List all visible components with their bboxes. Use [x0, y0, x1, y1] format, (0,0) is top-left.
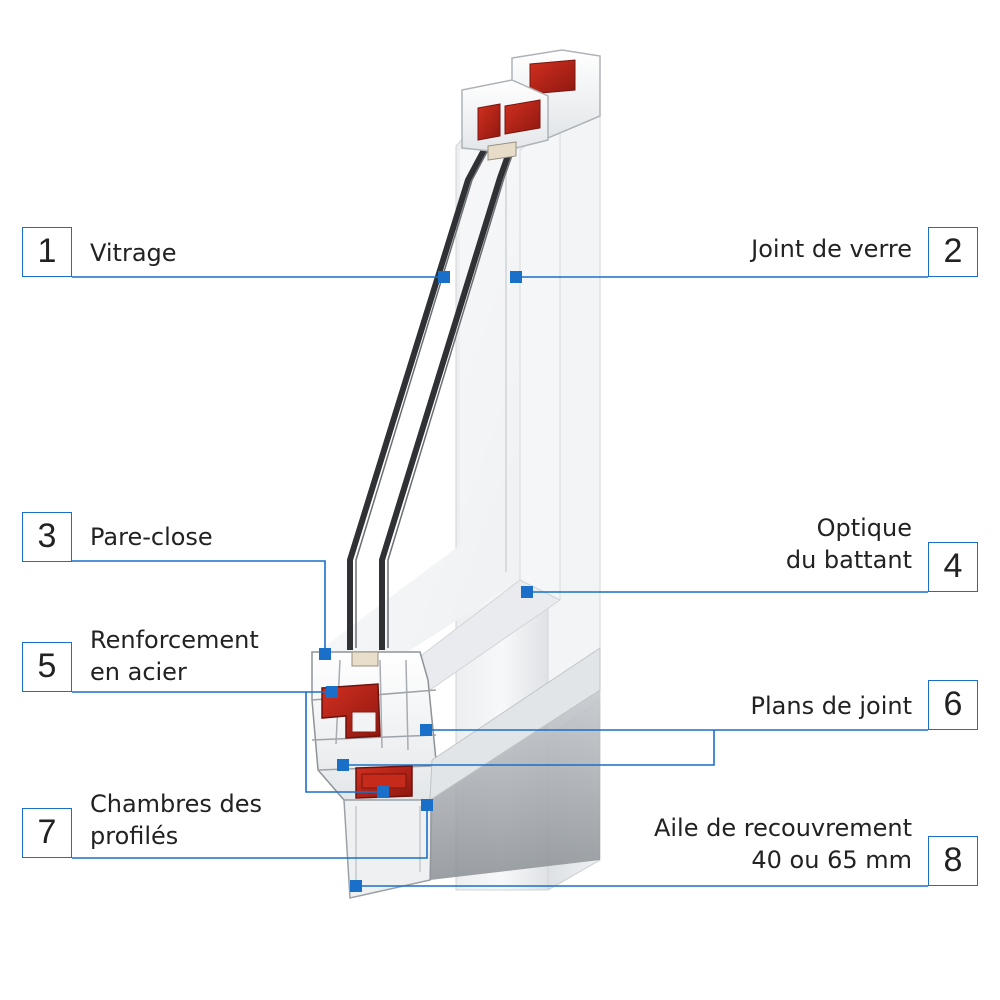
sash-underside	[429, 647, 601, 801]
leader-marker-8	[350, 880, 362, 892]
leader-marker-5-2	[377, 786, 389, 798]
glass-seal-bead	[351, 651, 379, 667]
leader-line-6	[343, 729, 928, 766]
callout-3-number: 3	[22, 512, 72, 562]
callout-7-label-line-2: profilés	[90, 822, 179, 850]
leader-line-3	[72, 560, 326, 654]
callout-4-label: Optique du battant	[786, 512, 912, 576]
leader-marker-1	[438, 271, 450, 283]
callout-5-label-line-2: en acier	[90, 658, 187, 686]
callout-4-label-line-1: Optique	[816, 514, 912, 542]
leader-marker-5-1	[326, 686, 338, 698]
callout-2-label-line: Joint de verre	[751, 235, 912, 263]
callout-8-label-line-2: 40 ou 65 mm	[751, 846, 912, 874]
callout-5-label: Renforcement en acier	[90, 624, 259, 688]
callout-3-label: Pare-close	[90, 521, 213, 553]
callout-5-number: 5	[22, 642, 72, 692]
leader-marker-6-2	[337, 759, 349, 771]
callout-6-label-line: Plans de joint	[750, 692, 912, 720]
callout-8-number: 8	[928, 836, 978, 886]
callout-2-label: Joint de verre	[751, 233, 912, 265]
callout-1-label: Vitrage	[90, 237, 177, 269]
leader-marker-7	[421, 799, 433, 811]
callout-4-number: 4	[928, 542, 978, 592]
callout-8-label-line-1: Aile de recouvrement	[653, 814, 912, 842]
callout-5-label-line-1: Renforcement	[90, 626, 259, 654]
callout-2-number: 2	[928, 227, 978, 277]
leader-line-5	[72, 691, 383, 793]
leader-marker-6-1	[420, 724, 432, 736]
leader-marker-3	[319, 648, 331, 660]
leader-line-7	[72, 805, 428, 859]
callout-8-label: Aile de recouvrement 40 ou 65 mm	[654, 812, 912, 876]
callout-7-number: 7	[22, 808, 72, 858]
leader-lines	[72, 271, 928, 892]
callout-6-number: 6	[928, 680, 978, 730]
top-profile-section	[461, 49, 601, 161]
frame-underside	[430, 690, 600, 880]
leader-marker-4	[521, 586, 533, 598]
callout-3-label-line: Pare-close	[90, 523, 213, 551]
leader-marker-2	[510, 271, 522, 283]
callout-7-label-line-1: Chambres des	[90, 790, 263, 818]
callout-1-label-line: Vitrage	[90, 239, 177, 267]
double-glazing	[347, 148, 515, 650]
callout-6-label: Plans de joint	[751, 690, 912, 722]
callout-1-number: 1	[22, 227, 72, 277]
callout-7-label: Chambres des profilés	[90, 788, 262, 852]
callout-4-label-line-2: du battant	[785, 546, 912, 574]
